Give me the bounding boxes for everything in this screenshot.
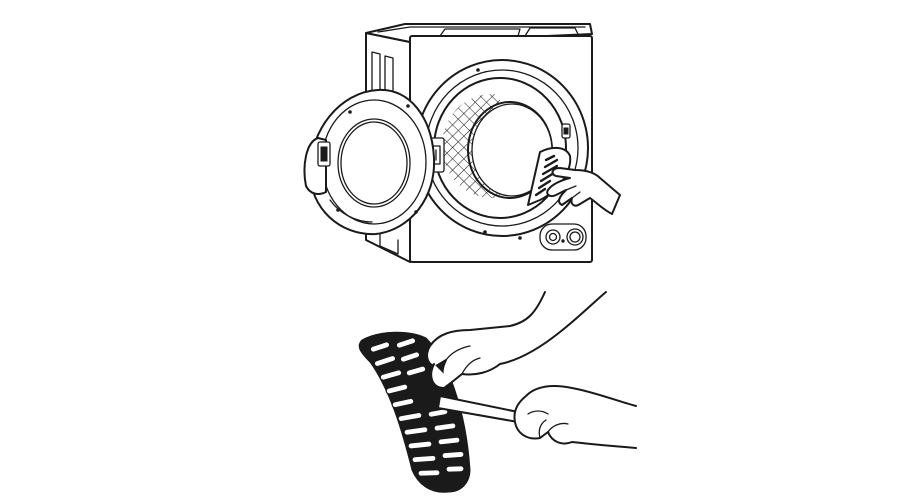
hand-holding-brush	[513, 385, 637, 449]
dryer-side-foot	[379, 231, 399, 255]
dryer-drum	[433, 77, 567, 219]
lint-filter-in-dryer	[527, 146, 572, 206]
dryer-control-panel	[539, 223, 587, 251]
dryer-door-open	[303, 88, 436, 236]
hand-holding-filter	[426, 291, 607, 383]
lint-filter-slots	[369, 337, 465, 477]
hand-pulling-filter	[546, 167, 621, 215]
dryer-top-detail	[377, 26, 586, 37]
dryer-illustration	[303, 23, 621, 263]
filter-cleaning-illustration	[358, 291, 637, 493]
